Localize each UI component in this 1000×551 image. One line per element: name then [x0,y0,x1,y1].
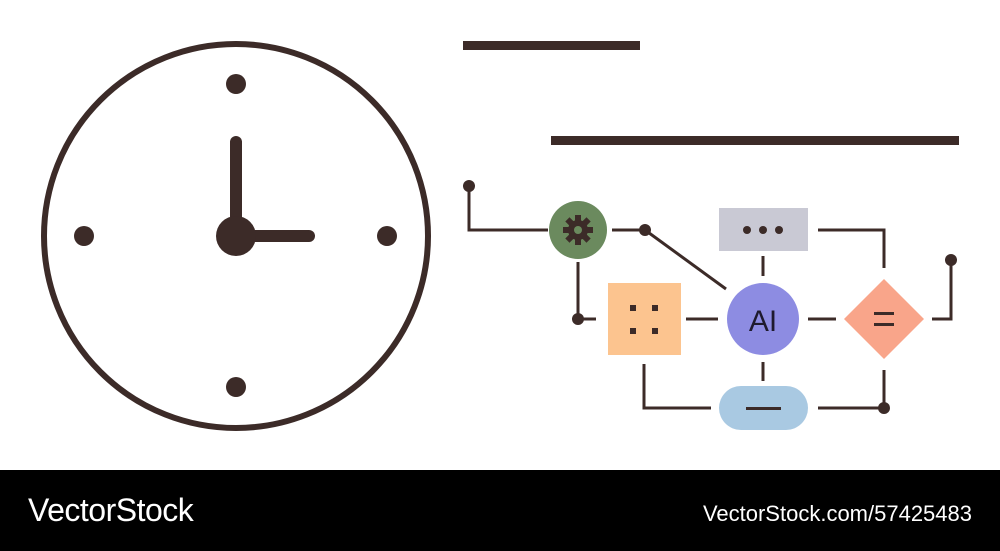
watermark-footer: VectorStock VectorStock.com/57425483 [0,470,1000,551]
connector-gear-down [576,262,596,321]
clock-icon [41,41,431,431]
connector-dot-start [463,180,475,192]
clock-marker-6 [226,377,246,397]
clock-marker-9 [74,226,94,246]
connector-equals-to-end [932,260,953,321]
clock-marker-12 [226,74,246,94]
equals-node [844,279,924,359]
clock-center [216,216,256,256]
connector-diagonal-to-ai [644,228,727,291]
gear-node [549,201,607,259]
grid-node [608,283,681,355]
connector-dot-end [945,254,957,266]
connector-start-to-gear [467,186,548,232]
grid-dots-icon [630,305,658,334]
clock-face [41,41,431,431]
illustration-canvas: AI [41,41,959,431]
illustration: AI [41,41,959,431]
ellipsis-icon [743,226,783,234]
stock-id-text: VectorStock.com/57425483 [702,501,972,526]
clock-marker-3 [377,226,397,246]
gear-icon [563,215,593,245]
connector-menu-to-equals [818,228,886,268]
minus-node [719,386,808,430]
connector-grid-to-minus [642,364,711,410]
minus-icon [746,407,781,410]
menu-node [719,208,808,251]
header-bar-long [551,136,959,145]
header-bar-short [463,41,640,50]
connector-minus-to-equals [818,370,886,410]
brand-logo-text: VectorStock [28,492,194,528]
ai-node: AI [727,283,799,355]
connector-dot-minus [878,402,890,414]
ai-label: AI [749,305,777,338]
equals-icon [874,312,894,326]
connector-dot-grid [572,313,584,325]
connector-dot-gear [639,224,651,236]
